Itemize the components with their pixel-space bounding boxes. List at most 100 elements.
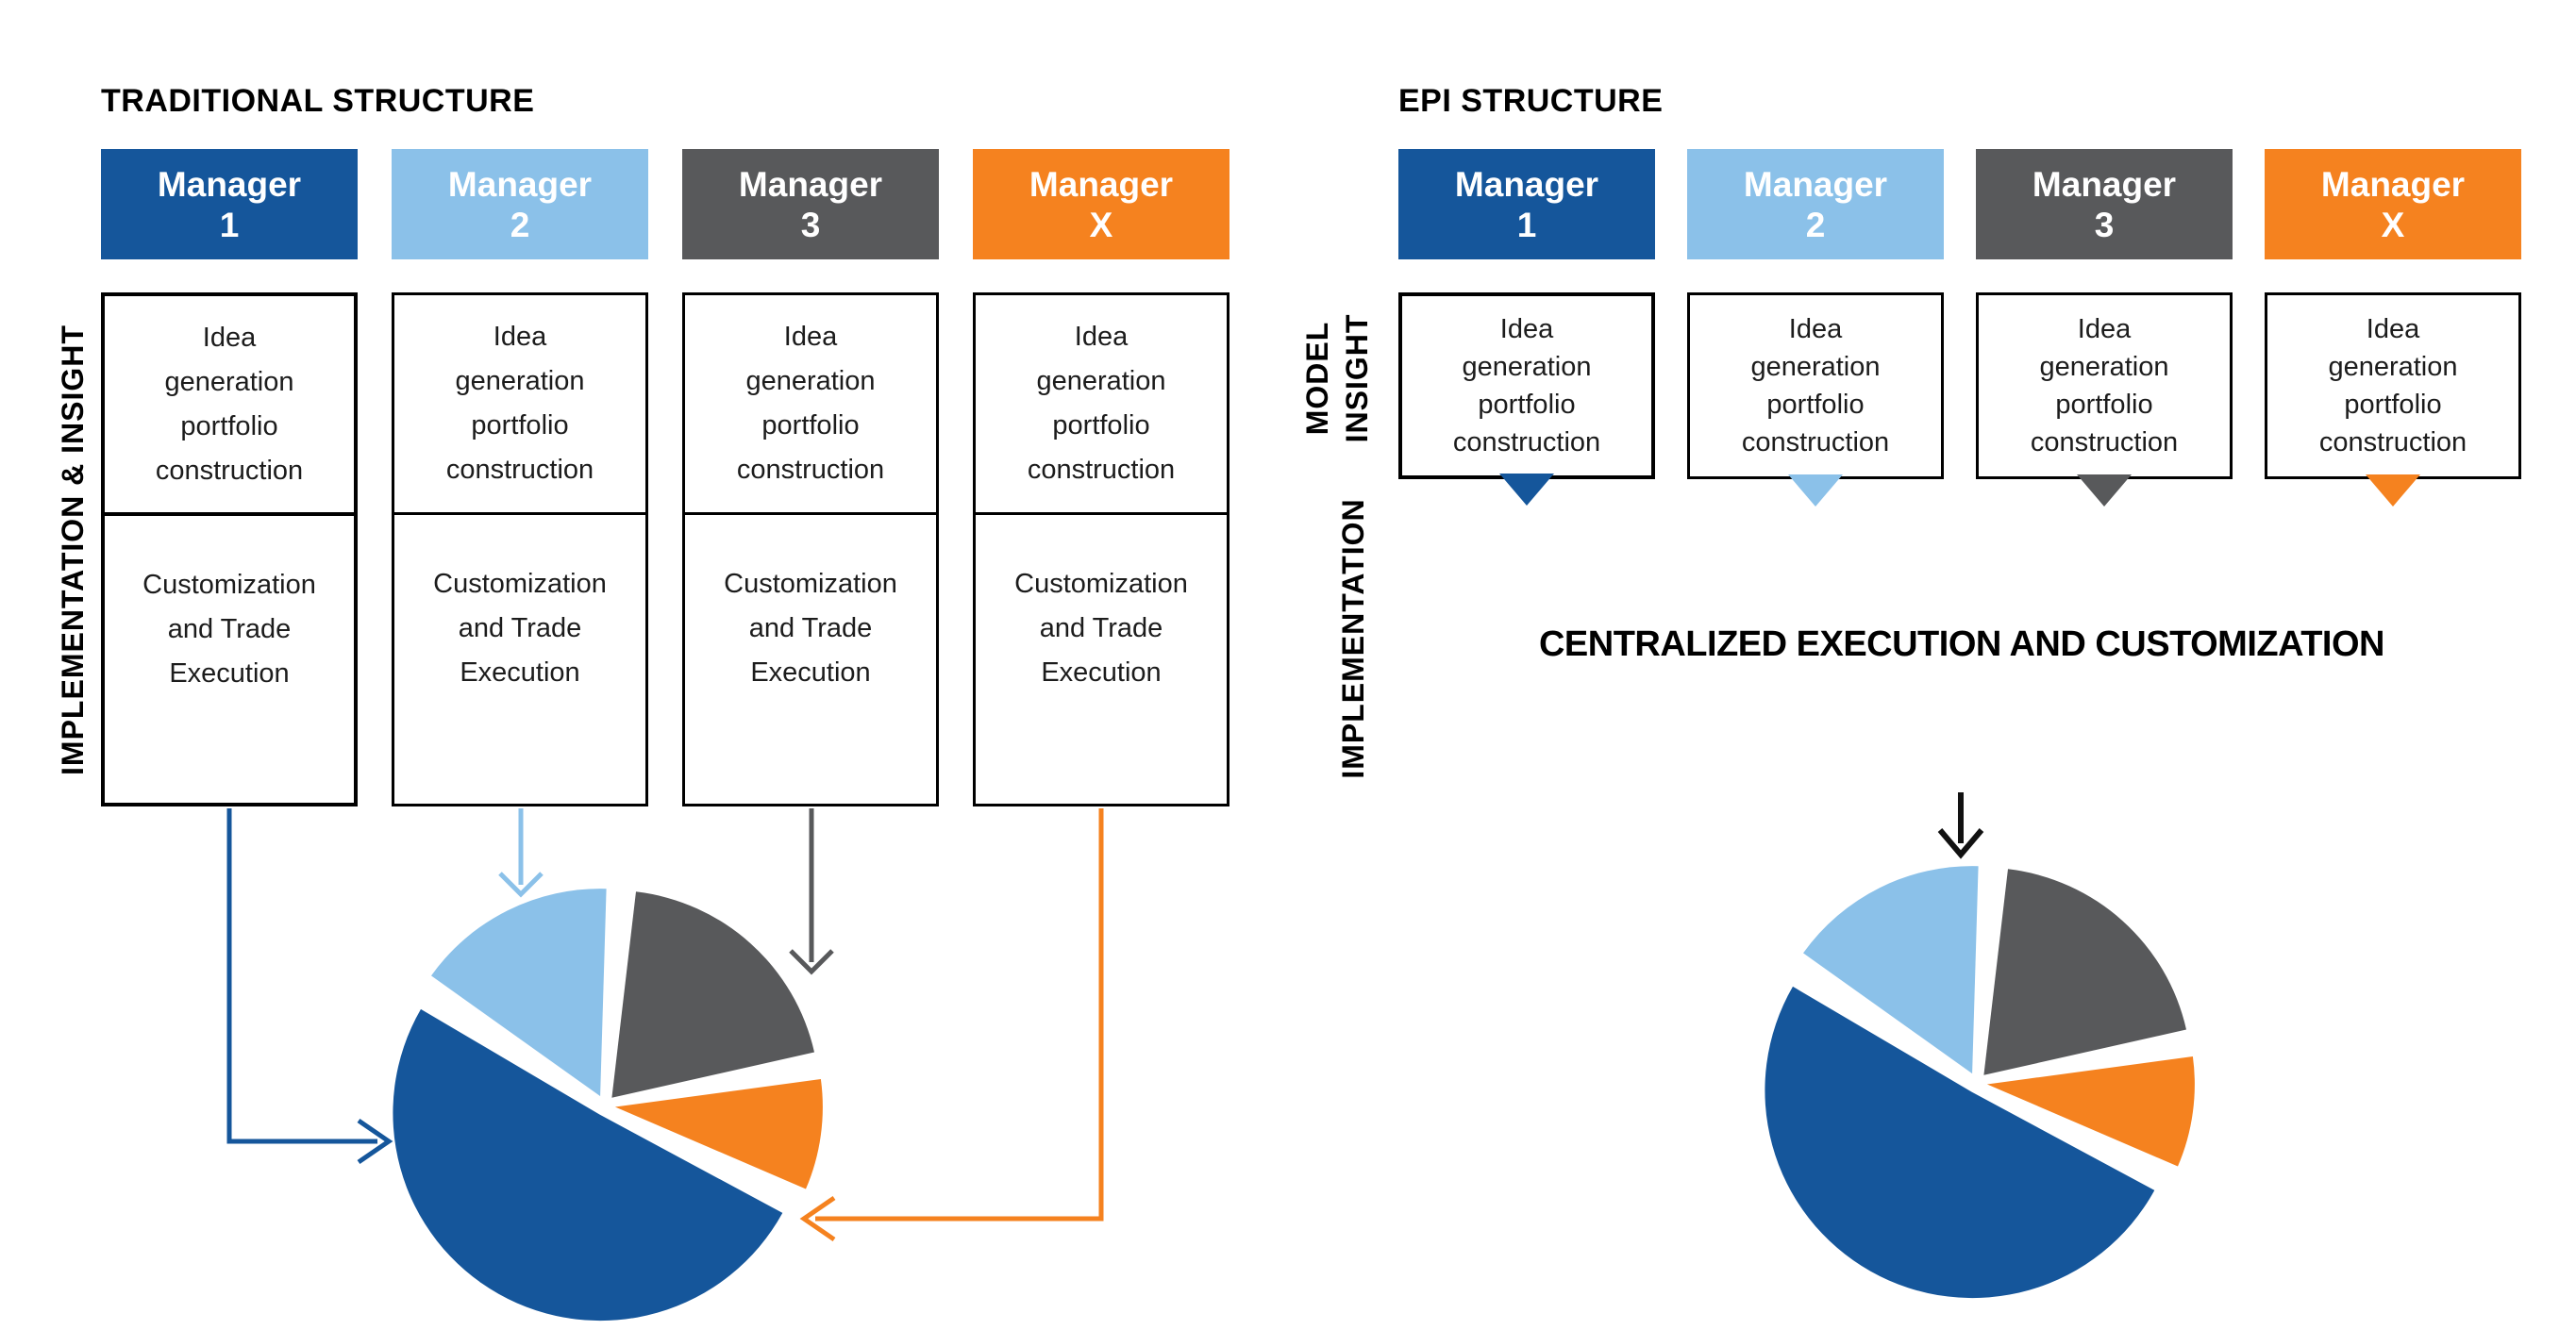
- customization-cell: Customization and Trade Execution: [685, 515, 936, 845]
- implementation-and-insight-side-label: IMPLEMENTATION & INSIGHT: [56, 324, 90, 775]
- idea-generation-cell: Idea generation portfolio construction: [105, 296, 354, 516]
- manager-label: Manager: [1029, 164, 1174, 204]
- idea-line: construction: [2030, 427, 2179, 457]
- pie-slice-manager-x: [1986, 1056, 2195, 1167]
- down-pointer-manager-3: [2077, 474, 2132, 507]
- manager-x-idea-box: Idea generation portfolio construction: [2265, 292, 2521, 507]
- idea-line: portfolio: [2344, 390, 2442, 420]
- pie-slice-manager-3: [611, 891, 814, 1098]
- manager-1-box-epi: Manager 1: [1398, 149, 1655, 259]
- manager-2-process-box: Idea generation portfolio construction C…: [392, 292, 648, 806]
- model-insight-side-label: MODEL INSIGHT: [1297, 303, 1377, 454]
- epi-structure-title: EPI STRUCTURE: [1398, 83, 1664, 119]
- manager-label: Manager: [1454, 164, 1599, 204]
- idea-line: generation: [455, 366, 585, 396]
- idea-line: construction: [736, 455, 885, 485]
- down-pointer-manager-2: [1788, 474, 1843, 507]
- custom-line: and Trade: [167, 614, 292, 644]
- custom-line: Execution: [750, 657, 871, 688]
- manager-1-process-box: Idea generation portfolio construction C…: [101, 292, 358, 806]
- manager-1-idea-box: Idea generation portfolio construction: [1398, 292, 1655, 506]
- manager-label: Manager: [447, 164, 593, 204]
- manager-2-idea-box: Idea generation portfolio construction: [1687, 292, 1944, 507]
- custom-line: and Trade: [748, 613, 873, 643]
- idea-line: Idea: [493, 322, 547, 352]
- manager-3-idea-box: Idea generation portfolio construction: [1976, 292, 2233, 507]
- manager-number: 2: [1805, 205, 1826, 244]
- custom-line: Execution: [169, 658, 290, 689]
- idea-line: generation: [1036, 366, 1166, 396]
- customization-cell: Customization and Trade Execution: [105, 516, 354, 846]
- manager-3-box-traditional: Manager 3: [682, 149, 939, 259]
- manager-label: Manager: [738, 164, 883, 204]
- model-insight-line: MODEL: [1300, 321, 1334, 436]
- idea-line: generation: [2039, 352, 2169, 382]
- pie-slice-manager-1: [393, 1008, 783, 1322]
- manager-label: Manager: [157, 164, 302, 204]
- custom-line: Execution: [460, 657, 580, 688]
- idea-generation-cell: Idea generation portfolio construction: [976, 295, 1227, 515]
- manager1-to-pie-arrow: [226, 808, 393, 1165]
- custom-line: Customization: [1014, 569, 1188, 599]
- idea-line: Idea: [2077, 314, 2132, 344]
- model-insight-line: INSIGHT: [1340, 313, 1374, 443]
- custom-line: Execution: [1041, 657, 1162, 688]
- custom-line: Customization: [433, 569, 607, 599]
- pie-slice-manager-x: [614, 1079, 823, 1189]
- manager-label: Manager: [1743, 164, 1888, 204]
- manager2-to-pie-arrow: [498, 808, 544, 898]
- idea-line: portfolio: [1052, 410, 1150, 441]
- customization-cell: Customization and Trade Execution: [394, 515, 645, 845]
- pie-slice-manager-2: [431, 889, 607, 1097]
- idea-generation-cell: Idea generation portfolio construction: [685, 295, 936, 515]
- idea-line: portfolio: [1478, 390, 1576, 420]
- down-pointer-manager-x: [2366, 474, 2420, 507]
- manager3-to-pie-arrow: [789, 808, 834, 975]
- centralized-down-arrow: [1937, 792, 1984, 859]
- custom-line: Customization: [724, 569, 897, 599]
- managerX-to-pie-arrow: [799, 808, 1104, 1242]
- manager-2-box-epi: Manager 2: [1687, 149, 1944, 259]
- idea-line: portfolio: [2055, 390, 2153, 420]
- manager-3-box-epi: Manager 3: [1976, 149, 2233, 259]
- custom-line: and Trade: [458, 613, 582, 643]
- custom-line: and Trade: [1039, 613, 1163, 643]
- idea-line: generation: [2328, 352, 2458, 382]
- manager-1-box-traditional: Manager 1: [101, 149, 358, 259]
- idea-line: Idea: [1788, 314, 1843, 344]
- idea-line: construction: [1027, 455, 1176, 485]
- down-pointer-manager-1: [1499, 474, 1554, 506]
- implementation-side-label: IMPLEMENTATION: [1336, 498, 1370, 779]
- idea-line: portfolio: [761, 410, 860, 441]
- traditional-pie-chart: [393, 889, 823, 1322]
- idea-line: portfolio: [1766, 390, 1865, 420]
- traditional-structure-title: TRADITIONAL STRUCTURE: [101, 83, 535, 119]
- idea-line: Idea: [1074, 322, 1129, 352]
- pie-slice-manager-2: [1803, 866, 1979, 1074]
- idea-line: generation: [1750, 352, 1881, 382]
- idea-line: construction: [2318, 427, 2467, 457]
- manager-x-process-box: Idea generation portfolio construction C…: [973, 292, 1229, 806]
- idea-line: construction: [1741, 427, 1890, 457]
- manager-label: Manager: [2032, 164, 2177, 204]
- epi-pie-chart: [1765, 866, 2195, 1299]
- manager-number: 1: [219, 205, 240, 244]
- idea-line: portfolio: [471, 410, 569, 441]
- idea-line: Idea: [202, 322, 257, 353]
- manager-x-box-traditional: Manager X: [973, 149, 1229, 259]
- idea-line: construction: [1452, 427, 1601, 457]
- manager-number: 2: [510, 205, 530, 244]
- manager-number: 3: [800, 205, 821, 244]
- manager-number: X: [2381, 205, 2405, 244]
- manager-number: X: [1089, 205, 1113, 244]
- idea-generation-cell: Idea generation portfolio construction: [394, 295, 645, 515]
- idea-line: Idea: [1499, 314, 1554, 344]
- idea-line: Idea: [2366, 314, 2420, 344]
- idea-line: construction: [155, 455, 304, 486]
- idea-line: generation: [745, 366, 876, 396]
- custom-line: Customization: [142, 570, 316, 600]
- idea-line: construction: [445, 455, 594, 485]
- manager-x-box-epi: Manager X: [2265, 149, 2521, 259]
